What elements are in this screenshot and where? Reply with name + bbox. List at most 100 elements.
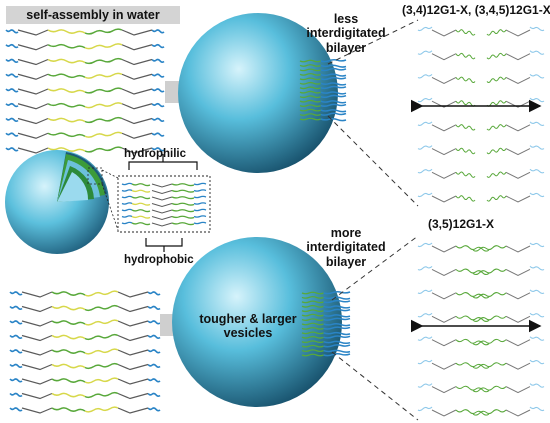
linker-right	[121, 44, 153, 51]
fan-head	[320, 85, 347, 90]
linker-left	[17, 147, 49, 154]
fan-chain	[299, 64, 321, 67]
fan-chain	[299, 99, 321, 103]
panel-chain	[486, 124, 507, 131]
linker-right	[117, 320, 149, 327]
fan-head	[323, 335, 351, 339]
mini-chain	[131, 202, 151, 206]
linker-right	[121, 147, 153, 154]
alkyl-chain	[51, 305, 86, 311]
fan-head	[320, 103, 347, 107]
panel-chain	[455, 195, 476, 202]
alkyl-chain	[47, 132, 86, 138]
mini-bilayer	[121, 182, 207, 227]
panel-linker	[431, 29, 457, 37]
fan-chain	[301, 322, 324, 326]
panel-chain	[455, 315, 490, 322]
mini-head	[121, 182, 133, 186]
headgroup-right	[151, 117, 165, 122]
fan-head	[320, 82, 347, 86]
panel-chain	[455, 385, 490, 393]
fan-chain	[301, 349, 324, 352]
linker-left	[17, 44, 49, 51]
headgroup-right	[151, 73, 165, 78]
panel-linker	[431, 76, 457, 84]
panel-head	[529, 289, 545, 295]
mini-linker	[151, 216, 173, 221]
fan-chain	[301, 296, 324, 299]
headgroup-left	[9, 334, 23, 339]
panel-head	[417, 312, 433, 318]
alkyl-chain	[84, 333, 119, 341]
headgroup-left	[9, 291, 23, 296]
mini-chain	[131, 196, 151, 200]
fan-chain	[301, 327, 324, 330]
panel-chain	[455, 268, 490, 276]
linker-right	[117, 392, 149, 400]
mini-linker	[151, 209, 173, 214]
fan-head	[320, 58, 347, 63]
panel-linker	[505, 386, 531, 394]
molecular-panel-bottom	[410, 242, 545, 417]
panel-head	[417, 383, 433, 388]
linker-right	[121, 103, 153, 110]
fan-chain	[301, 313, 324, 317]
fan-chain	[299, 104, 321, 108]
panel-head	[417, 145, 433, 150]
alkyl-chain	[84, 290, 119, 297]
fan-head	[320, 117, 347, 122]
vesicle-note-label: tougher & larger vesicles	[196, 312, 300, 341]
panel-head	[529, 168, 545, 174]
fan-chain	[299, 59, 321, 63]
membrane-fan-bottom	[301, 290, 351, 357]
label-line: tougher & larger	[199, 312, 297, 326]
linker-right	[121, 29, 153, 36]
label-line: less	[333, 12, 359, 26]
linker-right	[121, 117, 153, 125]
panel-chain	[486, 171, 507, 178]
headgroup-right	[147, 407, 161, 412]
zoom-box	[117, 175, 211, 233]
fan-chain	[299, 95, 321, 99]
linker-right	[117, 334, 149, 342]
fan-head	[320, 73, 347, 77]
mini-head	[121, 189, 133, 192]
fan-head	[323, 331, 351, 336]
linker-left	[17, 58, 49, 66]
projection-line	[331, 351, 419, 421]
mini-linker	[151, 196, 173, 201]
panel-linker	[505, 339, 531, 347]
vesicle-sphere-bottom	[172, 237, 342, 407]
fan-chain	[299, 73, 321, 76]
fan-head	[323, 308, 351, 313]
headgroup-left	[9, 305, 23, 310]
fan-chain	[301, 291, 324, 295]
panel-linker	[505, 195, 531, 203]
label-line: bilayer	[325, 254, 367, 269]
mini-chain	[171, 196, 195, 200]
mini-chain	[131, 183, 151, 187]
fan-head	[323, 326, 351, 330]
headgroup-right	[151, 102, 165, 108]
mini-chain	[131, 215, 151, 219]
fan-head	[323, 340, 351, 345]
panel-linker	[431, 148, 457, 156]
linker-right	[117, 291, 149, 298]
alkyl-chain	[84, 348, 119, 355]
panel-chain	[486, 147, 507, 155]
headgroup-left	[5, 147, 19, 152]
panel-chain	[472, 268, 507, 276]
headgroup-right	[147, 378, 161, 383]
mini-linker	[151, 183, 173, 188]
panel-linker	[505, 362, 531, 370]
self-assembly-label: self-assembly in water	[6, 6, 180, 24]
panel-head	[529, 50, 545, 55]
panel-linker	[431, 339, 457, 347]
projection-line	[327, 115, 419, 207]
panel-head	[417, 289, 433, 294]
panel-linker	[431, 124, 457, 132]
alkyl-chain	[84, 131, 123, 138]
alkyl-chain	[51, 363, 86, 369]
mini-linker	[151, 222, 173, 227]
alkyl-chain	[51, 407, 86, 412]
